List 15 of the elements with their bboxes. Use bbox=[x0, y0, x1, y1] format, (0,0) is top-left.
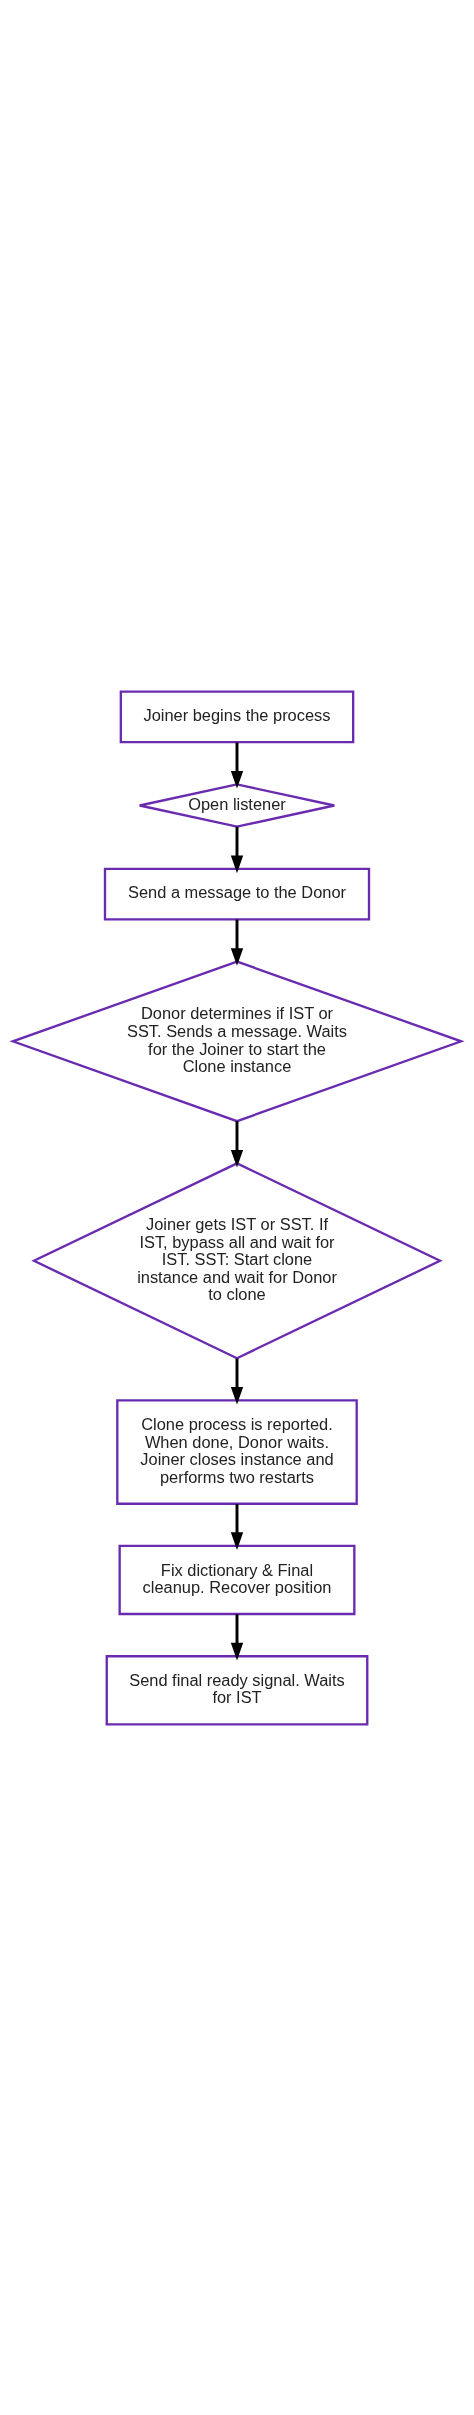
node-diamond: Donor determines if IST or SST. Sends a message. Waits for the Joiner to start the Clone instance bbox=[9, 959, 465, 1122]
arrow bbox=[230, 742, 244, 789]
node-box: Send a message to the Donor bbox=[103, 867, 371, 920]
arrow bbox=[230, 1358, 244, 1405]
arrow bbox=[230, 1613, 244, 1660]
arrow bbox=[230, 1120, 244, 1167]
arrow bbox=[230, 826, 244, 873]
node-diamond: Joiner gets IST or SST. If IST, bypass all and wait for IST. SST: Start clone instance and wait for Donor to clone bbox=[31, 1161, 443, 1359]
arrow bbox=[230, 919, 244, 966]
node-box: Joiner begins the process bbox=[119, 690, 355, 743]
node-box: Clone process is reported. When done, Donor waits. Joiner closes instance and performs two restarts bbox=[116, 1398, 358, 1505]
node-box: Fix dictionary & Final cleanup. Recover position bbox=[118, 1544, 356, 1615]
node-box: Send final ready signal. Waits for IST bbox=[105, 1654, 369, 1725]
arrow bbox=[230, 1503, 244, 1550]
node-diamond: Open listener bbox=[138, 782, 336, 828]
